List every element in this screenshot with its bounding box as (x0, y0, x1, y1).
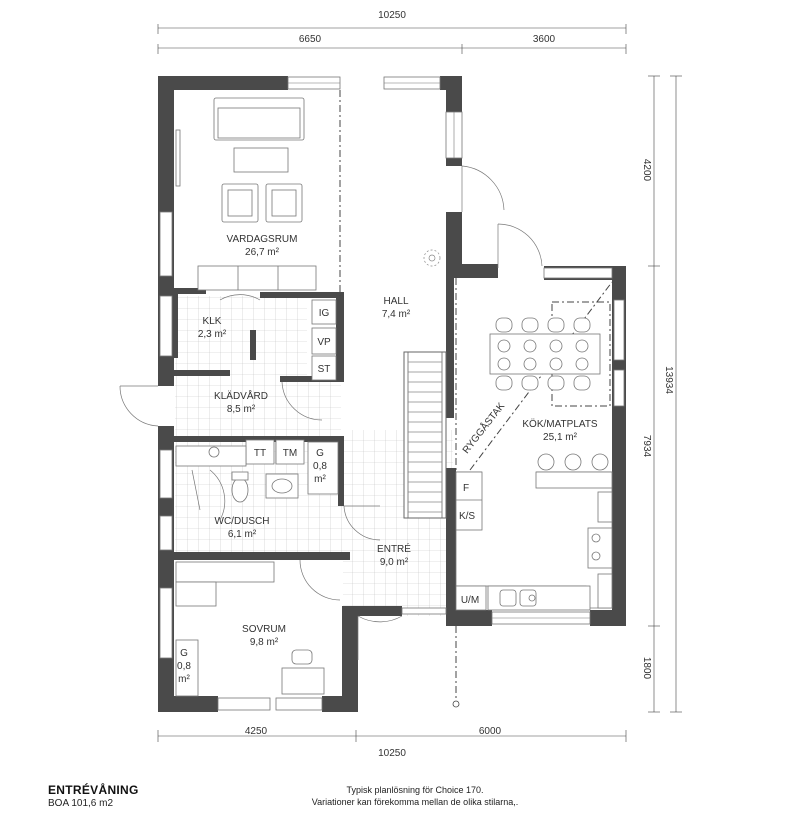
room-area-hall: 7,4 m² (382, 309, 411, 320)
floor-boa: BOA 101,6 m2 (48, 798, 114, 809)
room-area-vardagsrum: 26,7 m² (245, 247, 280, 258)
sink-icon (499, 589, 517, 607)
chair-icon (291, 649, 313, 665)
floor-plan: VARDAGSRUM 26,7 m² HALL 7,4 m² KLK 2,3 m… (119, 10, 682, 759)
windows (159, 76, 625, 711)
footer-note-line2: Variationer kan förekomma mellan de olik… (311, 797, 519, 807)
bathroom-fixtures (175, 445, 299, 511)
dim-right-total: 13934 (663, 366, 674, 394)
footer-note: Typisk planlösning för Choice 170. Varia… (250, 784, 580, 808)
room-area-klk: 2,3 m² (198, 329, 227, 340)
room-area-sovrum: 9,8 m² (250, 637, 279, 648)
room-name-kladvard: KLÄDVÅRD (214, 389, 268, 402)
room-area-kok: 25,1 m² (543, 432, 578, 443)
room-name-vardagsrum: VARDAGSRUM (227, 234, 298, 245)
kitchen-furniture (455, 317, 613, 611)
dim-top-right: 3600 (533, 34, 556, 45)
utility-boxes (175, 299, 339, 697)
label-tm: TM (283, 448, 297, 459)
label-vp: VP (317, 337, 331, 348)
room-name-klk: KLK (203, 316, 222, 327)
label-g-bed: G (180, 648, 188, 659)
radiator-icon (175, 129, 181, 187)
label-g-bath: G (316, 448, 324, 459)
label-f: F (463, 483, 469, 494)
label-tt: TT (254, 448, 266, 459)
dim-bottom-total: 10250 (378, 748, 406, 759)
footer-note-line1: Typisk planlösning för Choice 170. (346, 785, 484, 795)
label-ryggastak: RYGGÅSTAK (459, 399, 507, 456)
stove-icon (587, 527, 613, 569)
label-g-bed-unit: m² (178, 674, 190, 685)
label-st: ST (318, 364, 331, 375)
living-furniture (175, 97, 441, 291)
stairs (403, 351, 447, 519)
room-name-kok: KÖK/MATPLATS (522, 418, 598, 430)
dim-right-middle: 7934 (641, 435, 652, 458)
dimension-texts: 10250 6650 3600 4250 6000 10250 4200 793… (245, 10, 674, 759)
room-name-entre: ENTRÉ (377, 542, 411, 555)
coffee-table-icon (233, 147, 289, 173)
room-name-hall: HALL (383, 296, 408, 307)
floor-title: ENTRÉVÅNING (48, 783, 139, 797)
dim-top-left: 6650 (299, 34, 322, 45)
bed-icon (175, 561, 275, 583)
room-area-wc: 6,1 m² (228, 529, 257, 540)
dim-top-total: 10250 (378, 10, 406, 21)
dryer-icon (208, 446, 220, 458)
label-g-bath-unit: m² (314, 474, 326, 485)
label-g-bed-value: 0,8 (177, 661, 191, 672)
dim-right-upper: 4200 (641, 159, 652, 182)
doors (119, 165, 543, 660)
klk-floor (175, 296, 307, 376)
dim-right-lower: 1800 (641, 657, 652, 680)
room-area-kladvard: 8,5 m² (227, 404, 256, 415)
label-um: U/M (461, 595, 479, 606)
room-name-wc: WC/DUSCH (215, 516, 270, 527)
label-g-bath-value: 0,8 (313, 461, 327, 472)
label-ig: IG (319, 308, 330, 319)
bedroom-furniture (175, 561, 325, 695)
dim-bottom-left: 4250 (245, 726, 268, 737)
tv-bench-icon (197, 265, 317, 291)
desk-icon (281, 667, 325, 695)
ceiling-lamp-icon (423, 249, 441, 267)
dim-bottom-right: 6000 (479, 726, 502, 737)
kladvard-floor (175, 376, 341, 438)
room-area-entre: 9,0 m² (380, 557, 409, 568)
room-labels: VARDAGSRUM 26,7 m² HALL 7,4 m² KLK 2,3 m… (198, 234, 598, 648)
label-ks: K/S (459, 511, 475, 522)
dimension-lines (157, 24, 682, 742)
toilet-icon (231, 477, 249, 503)
room-name-sovrum: SOVRUM (242, 624, 286, 635)
